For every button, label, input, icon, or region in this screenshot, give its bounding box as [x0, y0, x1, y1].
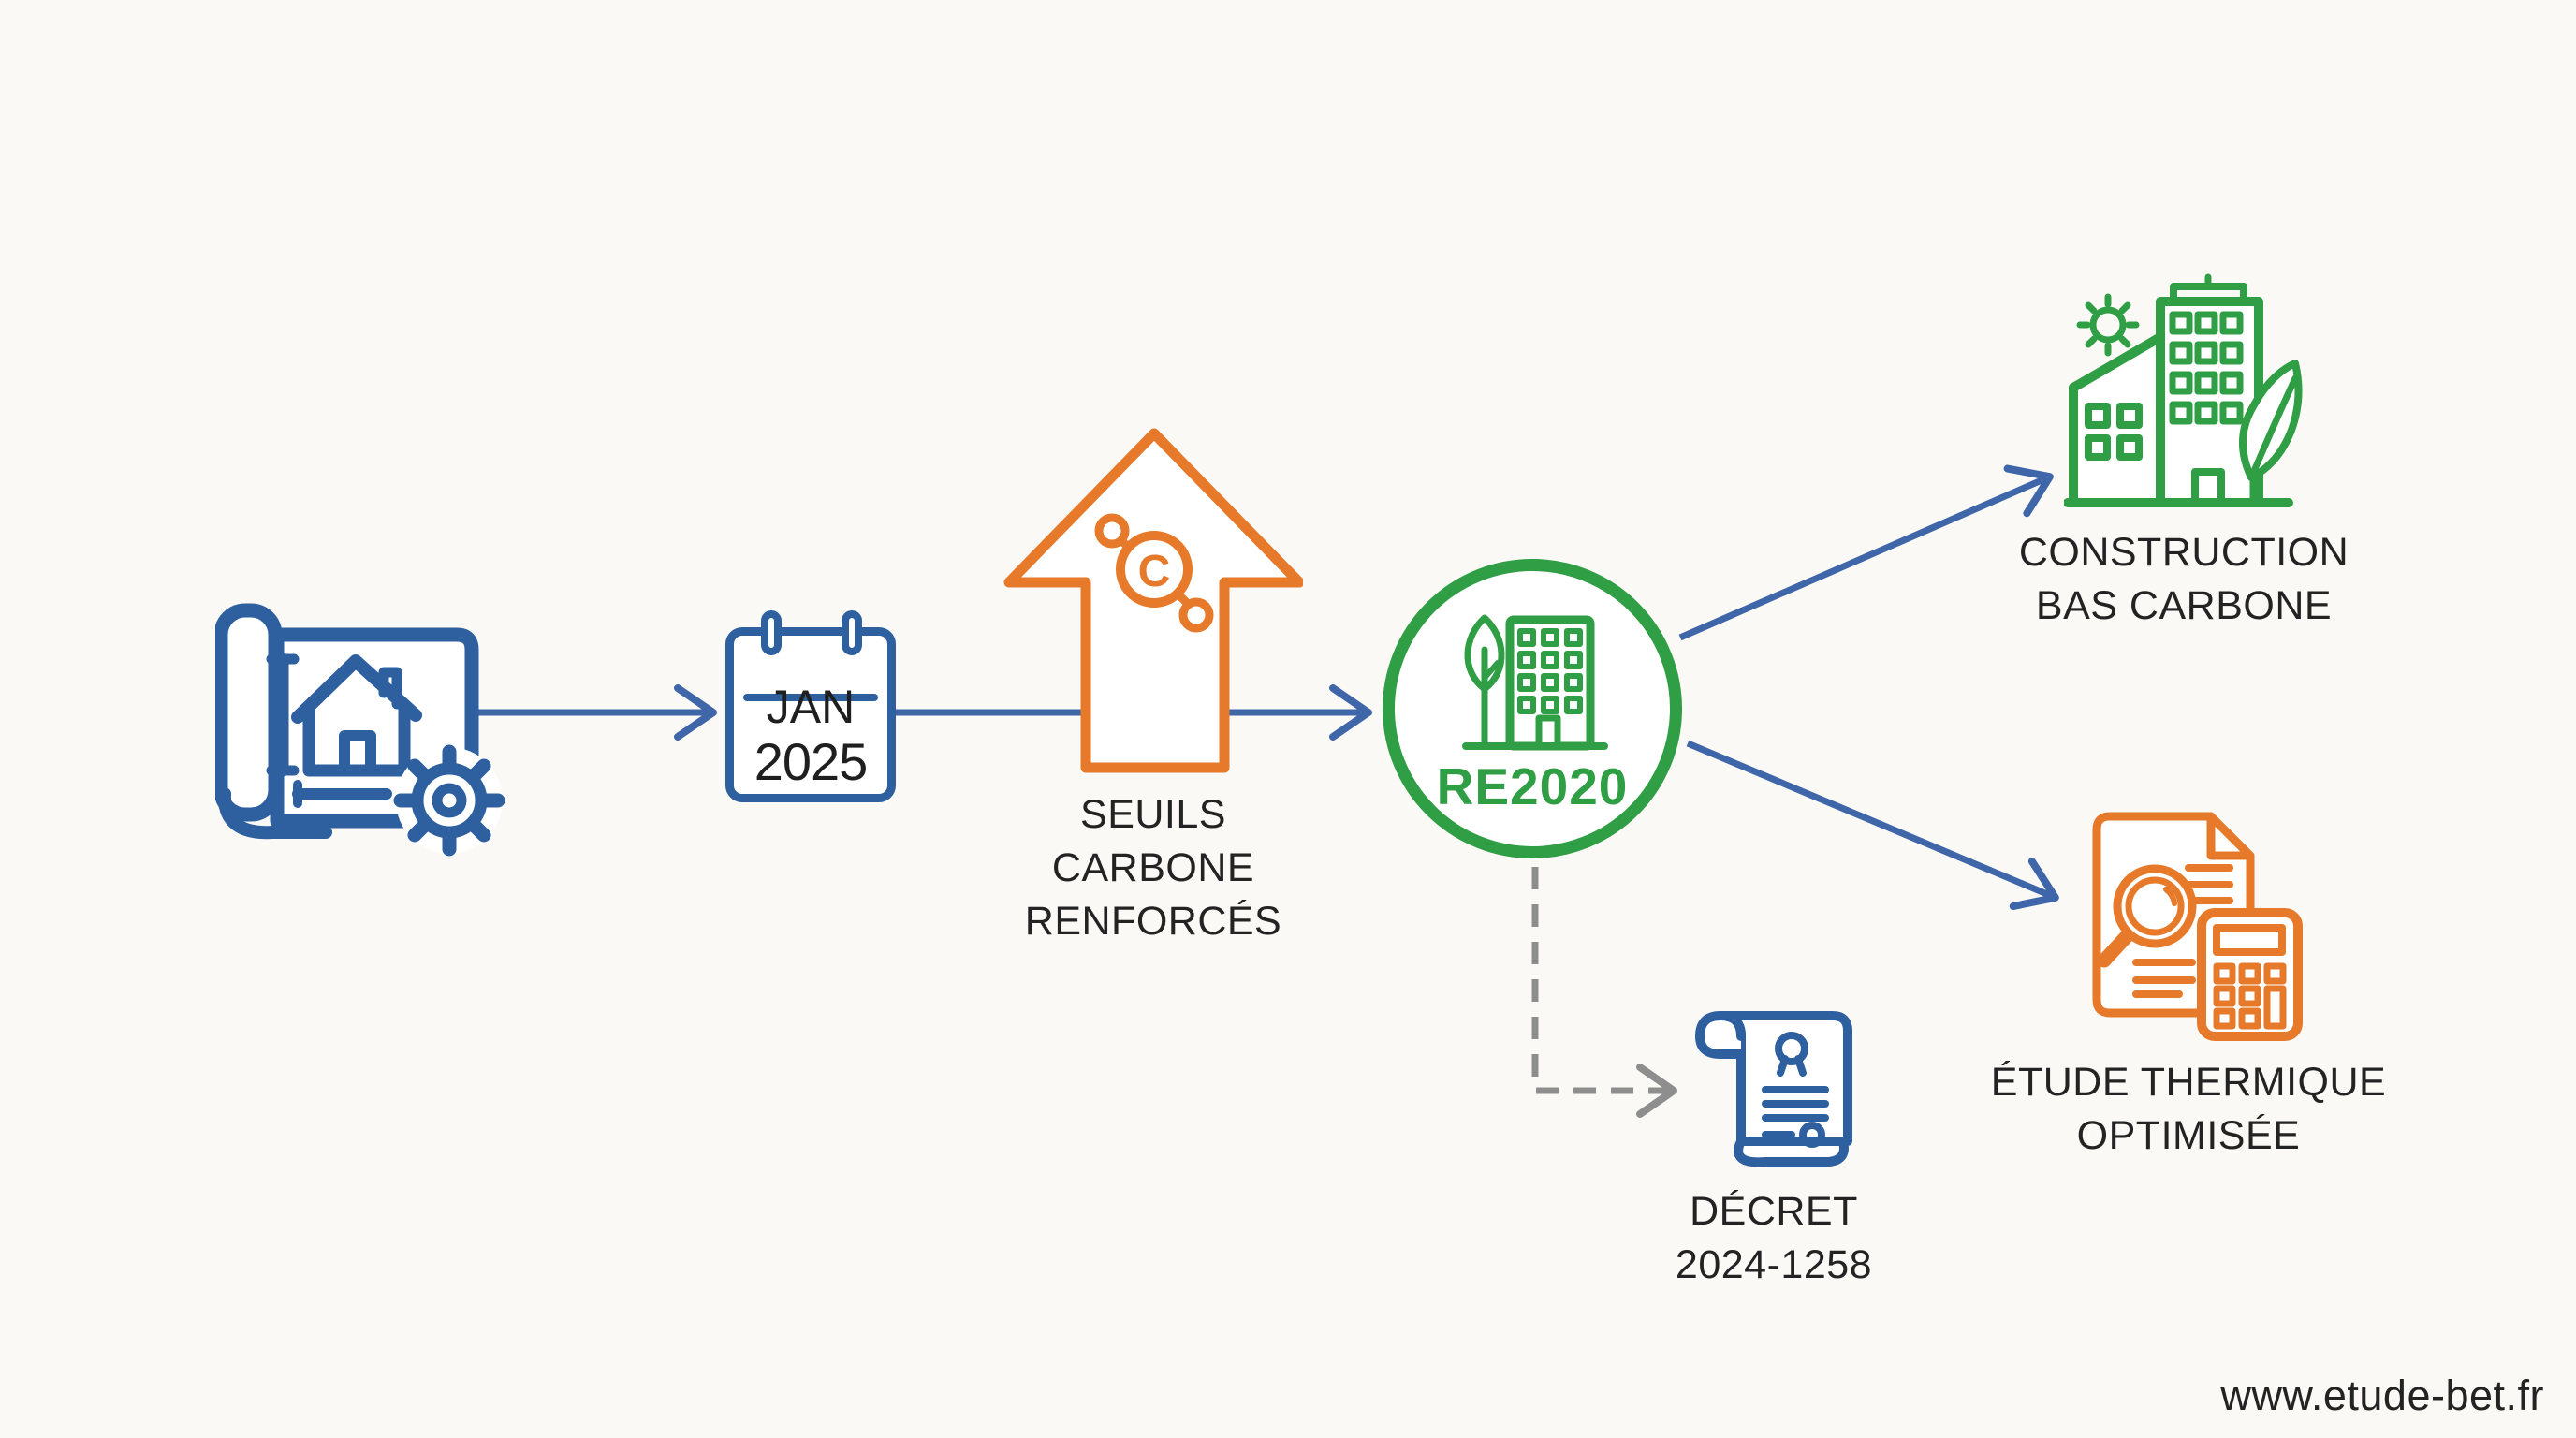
thermal-study-label: ÉTUDE THERMIQUE OPTIMISÉE: [1973, 1056, 2404, 1163]
magnifier-icon: [2097, 864, 2197, 968]
website-url: www.etude-bet.fr: [2220, 1372, 2544, 1419]
ruler-glyph: [266, 653, 300, 777]
building-windows: [1517, 628, 1583, 714]
label-line: OPTIMISÉE: [2076, 1113, 2301, 1158]
decree-node: [1692, 1009, 1859, 1170]
low-building-glyph: [2069, 332, 2165, 507]
calendar-icon: [725, 627, 896, 802]
label-line: BAS CARBONE: [2035, 583, 2333, 628]
calendar-node: JAN 2025: [725, 610, 896, 802]
seal-ribbon-icon: [1775, 1032, 1808, 1077]
label-line: DÉCRET: [1690, 1189, 1858, 1234]
re2020-label: RE2020: [1436, 757, 1629, 815]
carbon-threshold-label: SEUILS CARBONE RENFORCÉS: [985, 788, 1322, 948]
carbon-letter: C: [1138, 547, 1171, 596]
calendar-date: JAN 2025: [725, 680, 896, 790]
label-line: CARBONE: [1051, 845, 1255, 890]
calculator-icon: [2197, 908, 2303, 1041]
leaf-icon: [2239, 360, 2303, 506]
calendar-ring-icon: [842, 610, 862, 655]
calendar-ring-icon: [761, 610, 782, 655]
blueprint-house-gear-icon: [213, 603, 505, 857]
label-line: CONSTRUCTION: [2018, 530, 2349, 575]
decree-label: DÉCRET 2024-1258: [1633, 1185, 1914, 1292]
construction-label: CONSTRUCTION BAS CARBONE: [1997, 526, 2371, 633]
calendar-header-line: [743, 694, 878, 701]
green-buildings-icon: [2063, 273, 2303, 507]
up-arrow-carbon-icon: C: [1003, 428, 1305, 773]
carbon-molecule-icon: C: [1094, 513, 1214, 633]
blueprint-node: [213, 601, 507, 865]
tall-building-glyph: [2156, 273, 2263, 507]
house-glyph: [291, 654, 422, 777]
arrow-re2020-to-etude: [1686, 740, 2059, 911]
label-line: SEUILS: [1080, 792, 1226, 837]
decree-scroll-icon: [1695, 1011, 1852, 1167]
re2020-node: RE2020: [1383, 559, 1682, 858]
sun-icon: [2076, 293, 2140, 357]
label-line: 2024-1258: [1675, 1242, 1873, 1287]
thermal-study-icon: [2092, 812, 2303, 1041]
dashed-arrow-re2020-to-decree: [1531, 867, 1677, 1118]
calendar-month: JAN: [766, 681, 856, 733]
tree-icon: [1464, 614, 1505, 750]
calendar-year: 2025: [754, 732, 869, 791]
label-line: ÉTUDE THERMIQUE: [1990, 1060, 2387, 1105]
arrow-re2020-to-construction: [1678, 464, 2054, 641]
gear-icon: [393, 744, 505, 857]
label-line: RENFORCÉS: [1024, 899, 1282, 944]
construction-node: [2063, 273, 2312, 512]
carbon-threshold-arrow-node: C: [1002, 427, 1305, 775]
tree-building-icon: [1462, 614, 1608, 751]
thermal-study-node: [2089, 807, 2305, 1043]
document-lines: [1762, 1086, 1829, 1148]
